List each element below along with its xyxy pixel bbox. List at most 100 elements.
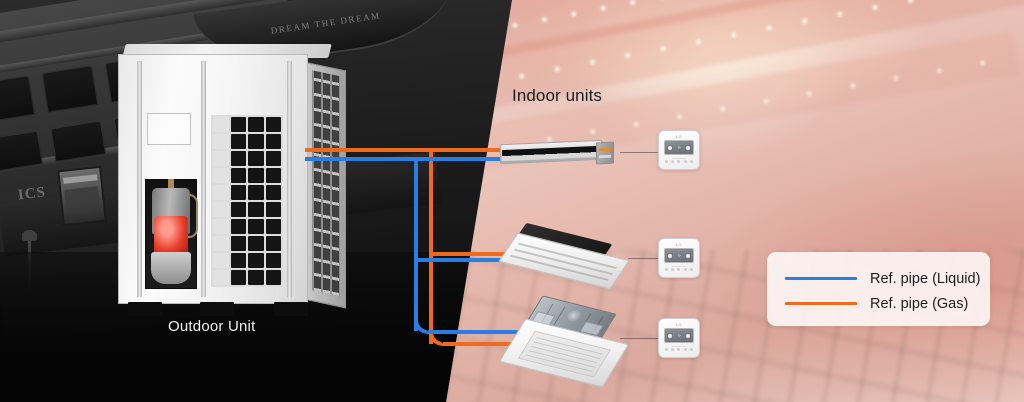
controller-keypad[interactable] <box>663 157 695 165</box>
panel-divider <box>137 61 142 297</box>
outdoor-unit-graphic <box>118 44 346 320</box>
grille-cell <box>265 202 281 217</box>
grille-cell <box>213 236 229 251</box>
grille-cell <box>265 134 281 149</box>
controller-display: ‹› <box>664 328 694 343</box>
grille-cell <box>265 168 281 183</box>
grille-cell <box>265 270 281 285</box>
controller-keypad[interactable] <box>663 265 695 273</box>
grille-cell <box>230 117 246 132</box>
grille-cell <box>248 219 264 234</box>
grille-cell <box>265 236 281 251</box>
dial-icon[interactable] <box>684 252 691 259</box>
grille-cell <box>248 117 264 132</box>
grille-cell <box>230 236 246 251</box>
grille-cell <box>265 151 281 166</box>
grille-cell <box>230 151 246 166</box>
key-icon[interactable] <box>664 267 668 271</box>
grille-cell <box>230 219 246 234</box>
key-icon[interactable] <box>677 267 681 271</box>
indoor-unit-one-way-cassette <box>498 222 638 290</box>
liquid-branch-cassette-1way <box>414 258 510 262</box>
window <box>0 75 35 123</box>
cassette-return-grille <box>517 330 611 378</box>
key-icon[interactable] <box>671 159 675 163</box>
control-wire-cassette-4way <box>620 338 662 339</box>
indoor-units-label: Indoor units <box>512 86 603 105</box>
poster-image <box>64 186 101 212</box>
access-hatch <box>147 113 191 145</box>
compressor-suction-pipe <box>188 194 198 238</box>
grille-cell <box>248 270 264 285</box>
wired-remote-controller-1[interactable]: LG ‹› <box>658 130 700 170</box>
grille-cell <box>248 202 264 217</box>
key-icon[interactable] <box>690 159 694 163</box>
liquid-service-valve <box>599 154 611 159</box>
grille-cell <box>265 253 281 268</box>
grille-cell <box>213 185 229 200</box>
poster-line <box>63 174 98 184</box>
key-icon[interactable] <box>677 159 681 163</box>
liquid-elbow-bottom <box>414 318 430 334</box>
legend-label-gas: Ref. pipe (Gas) <box>870 295 969 312</box>
controller-brand-label: LG <box>675 322 683 327</box>
wired-remote-controller-3[interactable]: LG ‹› <box>658 318 700 358</box>
grille-cell <box>213 117 229 132</box>
key-icon[interactable] <box>690 267 694 271</box>
controller-seam <box>672 346 686 347</box>
legend-item-gas: Ref. pipe (Gas) <box>785 291 990 316</box>
liquid-pipe-riser <box>414 157 418 331</box>
grille-cell <box>230 270 246 285</box>
indoor-unit-four-way-cassette <box>498 295 638 388</box>
key-icon[interactable] <box>683 347 687 351</box>
grille-cell <box>248 134 264 149</box>
outdoor-unit-cabinet <box>118 54 308 304</box>
dial-icon[interactable] <box>667 144 674 151</box>
compressor-base <box>151 252 191 284</box>
controller-seam <box>672 266 686 267</box>
key-icon[interactable] <box>690 347 694 351</box>
key-icon[interactable] <box>664 347 668 351</box>
key-icon[interactable] <box>677 347 681 351</box>
key-icon[interactable] <box>683 159 687 163</box>
gas-elbow-bottom <box>429 330 445 346</box>
grille-cell <box>265 117 281 132</box>
dial-icon[interactable] <box>667 252 674 259</box>
key-icon[interactable] <box>683 267 687 271</box>
liquid-pipe-main-header <box>305 157 418 161</box>
outdoor-unit-label: Outdoor Unit <box>168 318 256 335</box>
controller-keypad[interactable] <box>663 345 695 353</box>
street-poster <box>59 168 105 224</box>
legend-swatch-liquid-icon <box>785 277 857 280</box>
gas-pipe-main-header <box>305 148 433 152</box>
side-grille-mesh <box>312 70 340 297</box>
unit-foot <box>274 302 308 316</box>
grille-louvers <box>525 336 604 372</box>
controller-brand-label: LG <box>675 242 683 247</box>
panel-divider <box>287 61 292 297</box>
grille-cell <box>230 202 246 217</box>
dial-icon[interactable] <box>684 332 691 339</box>
dial-icon[interactable] <box>667 332 674 339</box>
grille-cell <box>248 185 264 200</box>
panel-divider <box>201 61 206 297</box>
legend-panel: Ref. pipe (Liquid) Ref. pipe (Gas) <box>767 252 990 326</box>
gas-branch-ducted <box>429 148 511 152</box>
outdoor-unit-feet <box>124 302 324 316</box>
unit-foot <box>200 302 234 316</box>
cassette-decoration-panel <box>498 318 630 388</box>
grille-cell <box>213 270 229 285</box>
key-icon[interactable] <box>671 347 675 351</box>
grille-cell <box>230 185 246 200</box>
legend-swatch-gas-icon <box>785 302 857 305</box>
key-icon[interactable] <box>664 159 668 163</box>
key-icon[interactable] <box>671 267 675 271</box>
control-wire-cassette-1way <box>628 258 662 259</box>
grille-cell <box>213 168 229 183</box>
wired-remote-controller-2[interactable]: LG ‹› <box>658 238 700 278</box>
grille-cell <box>248 151 264 166</box>
control-wire-ducted <box>620 152 662 153</box>
storefront-sign-text: ICS <box>17 184 47 204</box>
dial-icon[interactable] <box>684 144 691 151</box>
